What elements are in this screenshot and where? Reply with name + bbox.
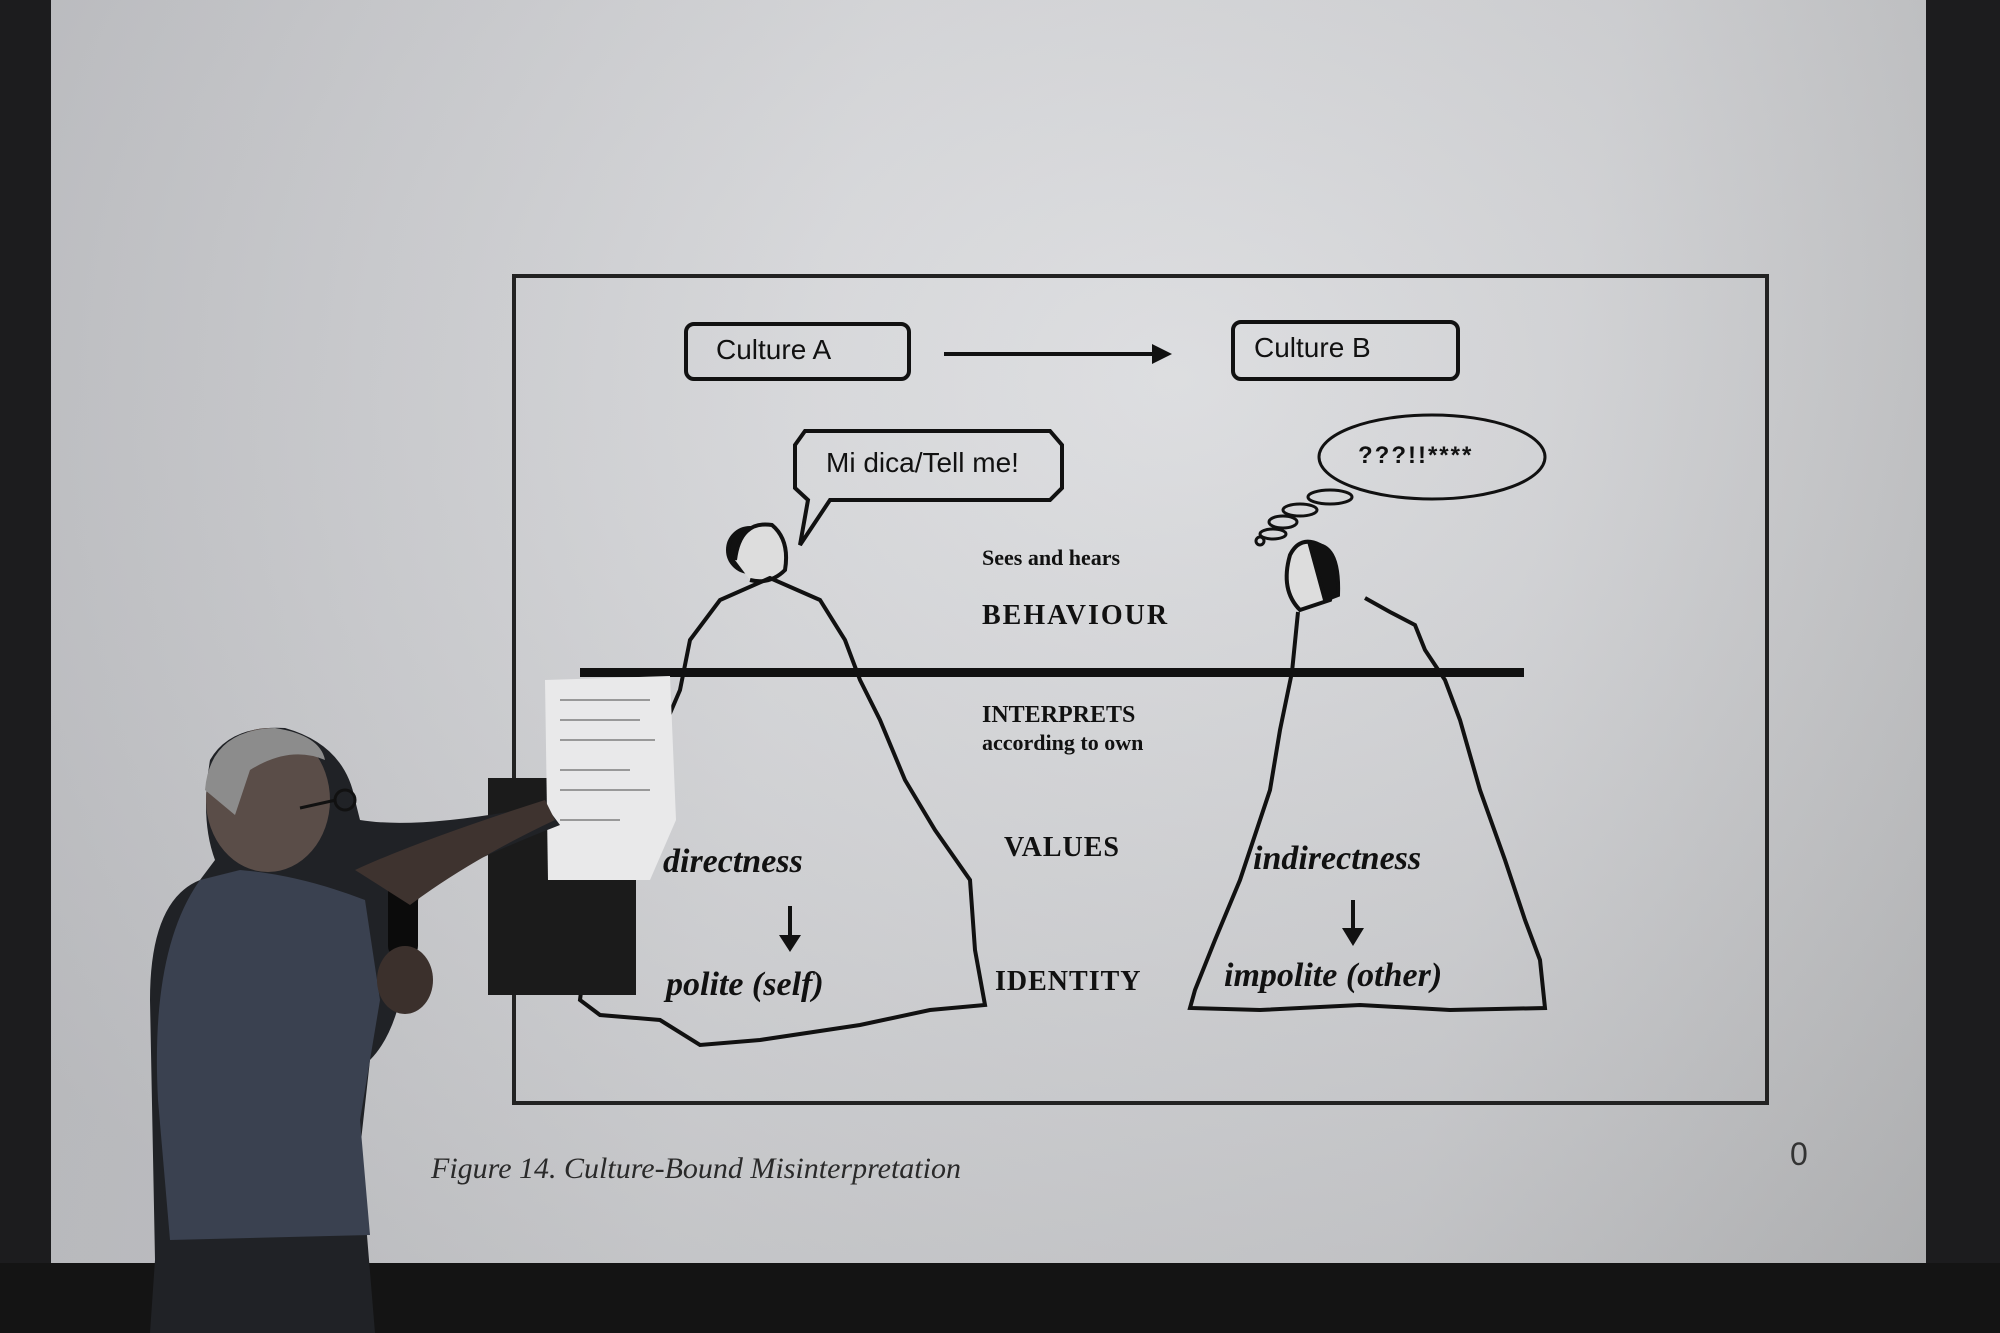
- identity-label: IDENTITY: [995, 966, 1142, 997]
- right-value-label: indirectness: [1253, 840, 1422, 877]
- sees-and-hears-label: Sees and hears: [982, 545, 1121, 570]
- right-down-arrow: [1342, 900, 1364, 946]
- culture-a-label: Culture A: [716, 334, 832, 365]
- speech-text: Mi dica/Tell me!: [826, 447, 1019, 478]
- behaviour-label: BEHAVIOUR: [982, 600, 1170, 631]
- diagram-frame: [512, 274, 1769, 1105]
- values-label: VALUES: [1004, 832, 1120, 863]
- culture-b-box: [1231, 320, 1460, 381]
- arrow-a-to-b: [944, 344, 1172, 364]
- left-down-arrow: [779, 906, 801, 952]
- page-number: 0: [1790, 1136, 1808, 1172]
- presenter-hand: [377, 946, 433, 1014]
- right-identity-label: impolite (other): [1224, 957, 1443, 994]
- culture-a-box: [684, 322, 911, 381]
- paper-text-lines: [560, 699, 655, 821]
- figure-caption: Figure 14. Culture-Bound Misinterpretati…: [431, 1152, 961, 1185]
- presenter-shirt: [156, 870, 380, 1240]
- left-value-label: directness: [663, 843, 803, 880]
- thought-text: ???!!****: [1358, 442, 1474, 469]
- presenter-arm: [355, 800, 555, 905]
- culture-b-label: Culture B: [1254, 332, 1371, 363]
- right-iceberg: [1187, 596, 1548, 1013]
- man-figure: [1284, 539, 1341, 613]
- held-paper: [545, 676, 676, 880]
- presenter-hair: [205, 728, 325, 815]
- according-to-own-label: according to own: [982, 730, 1144, 755]
- waterline: [580, 668, 1524, 677]
- left-identity-label: polite (self): [666, 966, 824, 1003]
- woman-figure: [726, 522, 789, 584]
- speech-bubble: [793, 429, 1064, 547]
- glasses-icon: [299, 788, 357, 812]
- interprets-label: INTERPRETS: [982, 702, 1136, 728]
- thought-bubble: [1254, 413, 1547, 547]
